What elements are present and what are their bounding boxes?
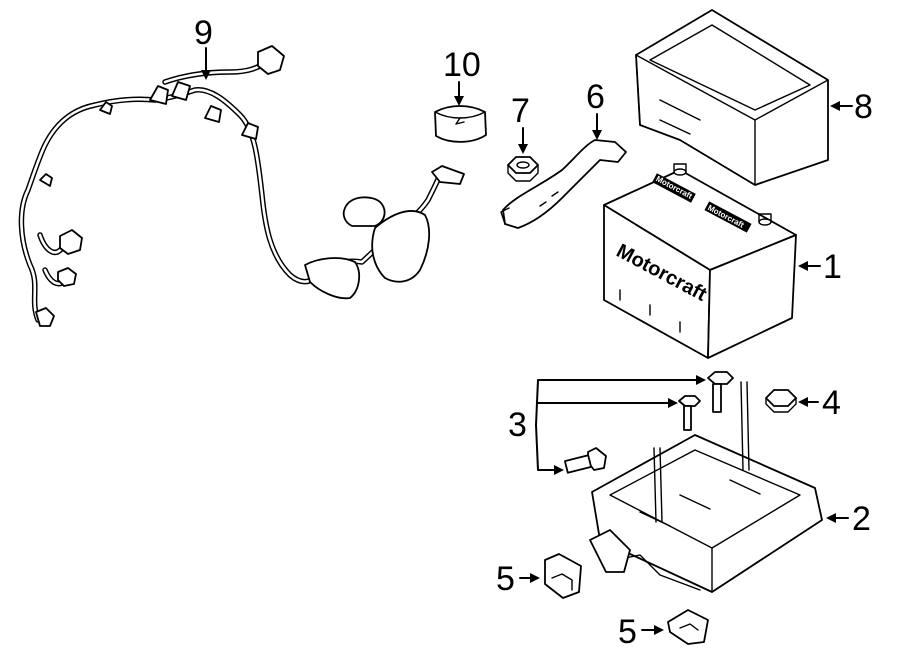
- battery-tray-part-2: [589, 381, 823, 593]
- leader-3-a: [535, 379, 701, 426]
- callout-6: 6: [586, 78, 605, 116]
- callout-9: 9: [194, 14, 213, 52]
- arrowhead-5-b: [654, 625, 664, 635]
- terminal-cover-part-10: [434, 105, 487, 143]
- callout-4: 4: [822, 384, 841, 422]
- callout-5-b: 5: [618, 613, 637, 651]
- arrowhead-7: [518, 144, 528, 154]
- bolt-part-3-a: [707, 371, 734, 413]
- leader-3-c: [535, 424, 559, 471]
- callout-8: 8: [854, 88, 873, 126]
- hold-down-bracket-part-6: [500, 139, 627, 229]
- callout-2: 2: [852, 500, 871, 538]
- arrowhead-5-a: [530, 573, 540, 583]
- arrowhead-3-c: [554, 465, 564, 475]
- callout-10: 10: [443, 46, 481, 84]
- retainer-part-5-a: [544, 553, 582, 599]
- callout-3: 3: [508, 406, 527, 444]
- arrowhead-3-b: [668, 398, 678, 408]
- callout-7: 7: [511, 92, 530, 130]
- battery-cover-part-8: [635, 9, 829, 186]
- arrowhead-9: [201, 70, 211, 80]
- retainer-part-5-b: [667, 609, 709, 645]
- arrowhead-3-a: [696, 375, 706, 385]
- callout-1: 1: [823, 248, 842, 286]
- bolt-part-3-c: [564, 447, 607, 474]
- wiring-harness-part-9: [18, 45, 465, 327]
- arrowhead-10: [454, 96, 464, 106]
- nut-part-7: [507, 156, 539, 182]
- arrowhead-4: [798, 397, 808, 407]
- arrowhead-1: [798, 261, 808, 271]
- battery-part-1: Motorcraft Motorcraft Motorcraft: [603, 163, 797, 359]
- nut-part-4: [765, 389, 797, 413]
- arrowhead-2: [826, 513, 836, 523]
- bolt-part-3-b: [678, 395, 701, 431]
- arrowhead-6: [592, 130, 602, 140]
- callout-5-a: 5: [496, 560, 515, 598]
- arrowhead-8: [830, 101, 840, 111]
